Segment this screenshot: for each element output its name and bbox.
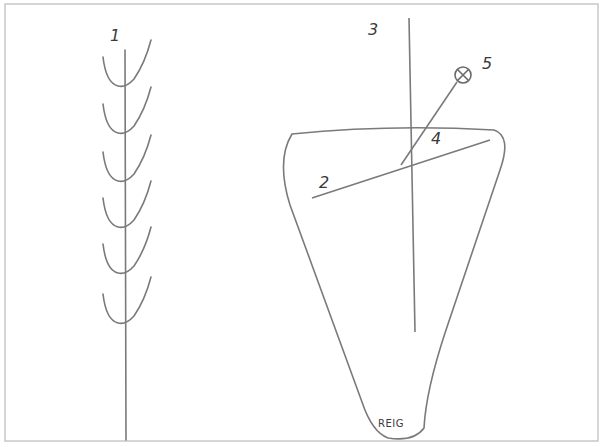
callout-number: 4 bbox=[431, 131, 441, 147]
callout-number: 1 bbox=[110, 28, 120, 44]
spikelet-stroke bbox=[103, 87, 151, 133]
cross-circle-symbol bbox=[455, 67, 471, 83]
spikelet-stroke bbox=[103, 227, 151, 273]
oblique-line bbox=[401, 82, 457, 165]
axis-line bbox=[409, 18, 415, 332]
ear-stalk bbox=[103, 40, 151, 440]
callout-number: 3 bbox=[368, 22, 378, 38]
spikelet-stroke bbox=[103, 181, 151, 227]
spikelet-stroke bbox=[103, 135, 151, 181]
callout-number: 2 bbox=[319, 175, 329, 191]
callout-number: 5 bbox=[482, 56, 492, 72]
inscription: REIG bbox=[378, 419, 404, 429]
paper-border bbox=[5, 4, 598, 441]
stalk-line bbox=[125, 50, 126, 440]
seed-outline bbox=[283, 128, 504, 439]
cross-line bbox=[312, 140, 490, 198]
spikelet-stroke bbox=[103, 40, 151, 86]
spikelet-stroke bbox=[103, 277, 151, 323]
